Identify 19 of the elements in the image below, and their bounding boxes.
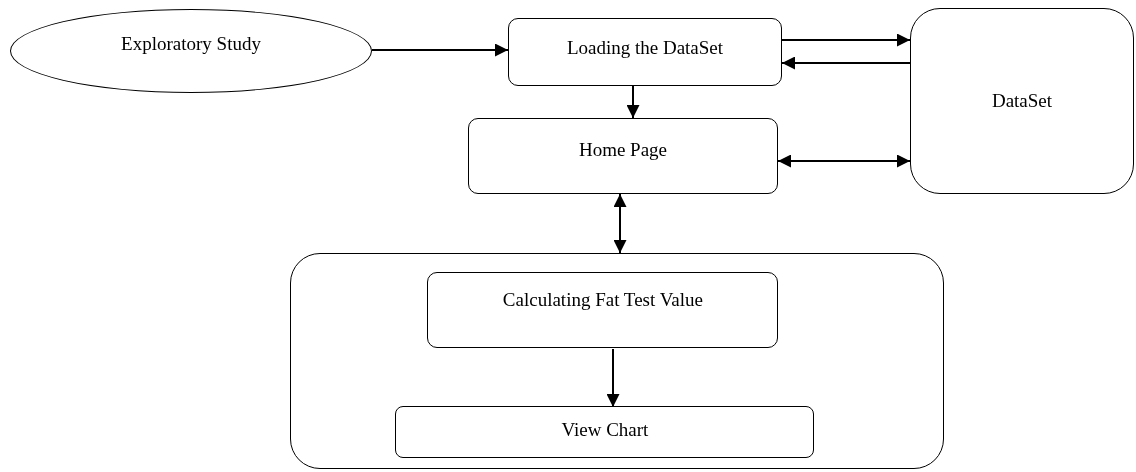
- process-box: [427, 272, 779, 349]
- arrow: [606, 348, 620, 408]
- arrow: [781, 56, 911, 70]
- node-label: Calculating Fat Test Value: [501, 289, 704, 312]
- process-box: [508, 18, 782, 86]
- node-label: View Chart: [560, 419, 650, 442]
- arrow: [371, 43, 509, 57]
- data-store-box: [910, 8, 1134, 194]
- node-label: DataSet: [990, 90, 1054, 112]
- node-label: Home Page: [577, 139, 669, 161]
- arrow: [626, 85, 640, 119]
- node-label: Exploratory Study: [120, 33, 262, 56]
- arrow: [777, 154, 911, 168]
- group-container: [290, 253, 944, 469]
- process-box: [395, 406, 815, 459]
- arrow: [781, 33, 911, 47]
- process-box: [468, 118, 778, 194]
- node-label: Loading the DataSet: [565, 37, 725, 59]
- arrow: [613, 193, 627, 254]
